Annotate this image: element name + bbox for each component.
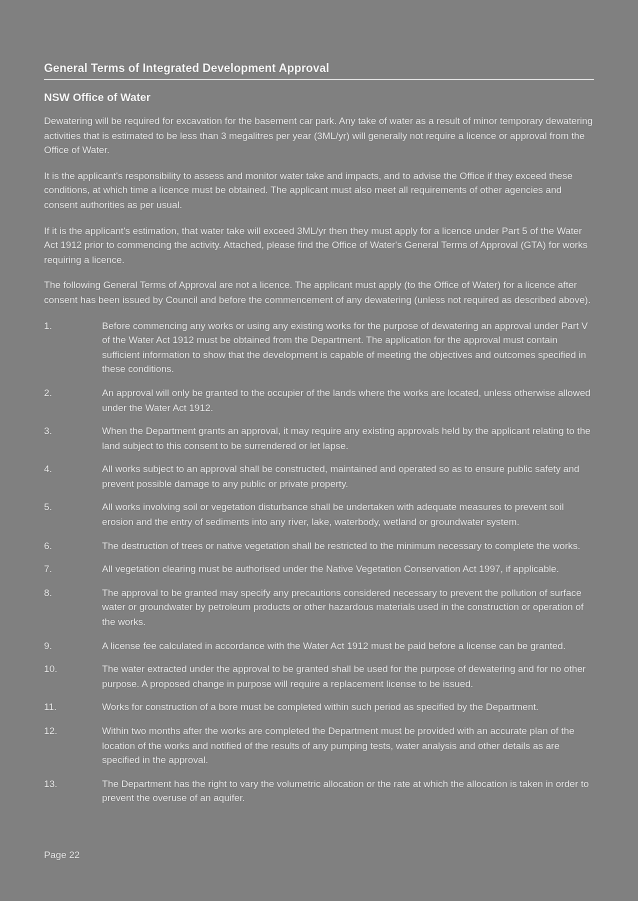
clause-text: All works subject to an approval shall b… <box>102 464 580 490</box>
clause-text: An approval will only be granted to the … <box>102 387 591 414</box>
intro-paragraph: It is the applicant's responsibility to … <box>44 170 573 211</box>
clause-number: 5. <box>44 502 53 514</box>
clause-text: The water extracted under the approval t… <box>102 664 586 690</box>
clause-text: Within two months after the works are co… <box>102 726 575 767</box>
clause-item: 13. The Department has the right to vary… <box>44 778 594 807</box>
clause-item: 5. All works involving soil or vegetatio… <box>44 501 594 530</box>
document-subtitle: NSW Office of Water <box>44 92 151 104</box>
intro-paragraph: Dewatering will be required for excavati… <box>44 116 593 157</box>
clause-item: 7. All vegetation clearing must be autho… <box>44 563 594 578</box>
clause-item: 2. An approval will only be granted to t… <box>44 387 594 416</box>
intro-paragraph: If it is the applicant's estimation, tha… <box>44 225 588 266</box>
clause-number: 3. <box>44 426 53 438</box>
clause-text: When the Department grants an approval, … <box>102 426 591 452</box>
clause-number: 11. <box>44 702 57 714</box>
clause-number: 8. <box>44 587 53 599</box>
clause-item: 4. All works subject to an approval shal… <box>44 463 594 492</box>
clause-item: 8. The approval to be granted may specif… <box>44 587 594 631</box>
clause-number: 2. <box>44 387 53 399</box>
clause-list: 1. Before commencing any works or using … <box>44 320 594 807</box>
clause-item: 1. Before commencing any works or using … <box>44 320 594 378</box>
title-divider <box>44 79 594 80</box>
clause-number: 13. <box>44 778 58 790</box>
clause-item: 10. The water extracted under the approv… <box>44 663 594 692</box>
clause-text: A license fee calculated in accordance w… <box>102 640 566 652</box>
clause-item: 6. The destruction of trees or native ve… <box>44 540 594 555</box>
document-title: General Terms of Integrated Development … <box>44 63 330 75</box>
clause-number: 12. <box>44 726 58 737</box>
clause-item: 3. When the Department grants an approva… <box>44 425 594 454</box>
clause-item: 9. A license fee calculated in accordanc… <box>44 640 594 655</box>
clause-text: The destruction of trees or native veget… <box>102 540 581 552</box>
clause-number: 7. <box>44 564 53 576</box>
clause-number: 6. <box>44 540 53 552</box>
clause-number: 4. <box>44 464 53 476</box>
clause-number: 1. <box>44 320 53 332</box>
clause-number: 10. <box>44 664 58 676</box>
clause-text: Before commencing any works or using any… <box>102 320 588 376</box>
intro-paragraph: The following General Terms of Approval … <box>44 280 591 306</box>
clause-text: All vegetation clearing must be authoris… <box>102 564 560 576</box>
clause-number: 9. <box>44 640 53 652</box>
clause-item: 12. Within two months after the works ar… <box>44 725 594 769</box>
clause-text: Works for construction of a bore must be… <box>102 702 539 714</box>
clause-text: All works involving soil or vegetation d… <box>102 502 564 529</box>
clause-item: 11. Works for construction of a bore mus… <box>44 701 594 716</box>
page-footer: Page 22 <box>44 850 80 861</box>
clause-text: The Department has the right to vary the… <box>102 778 589 805</box>
clause-text: The approval to be granted may specify a… <box>102 587 584 629</box>
